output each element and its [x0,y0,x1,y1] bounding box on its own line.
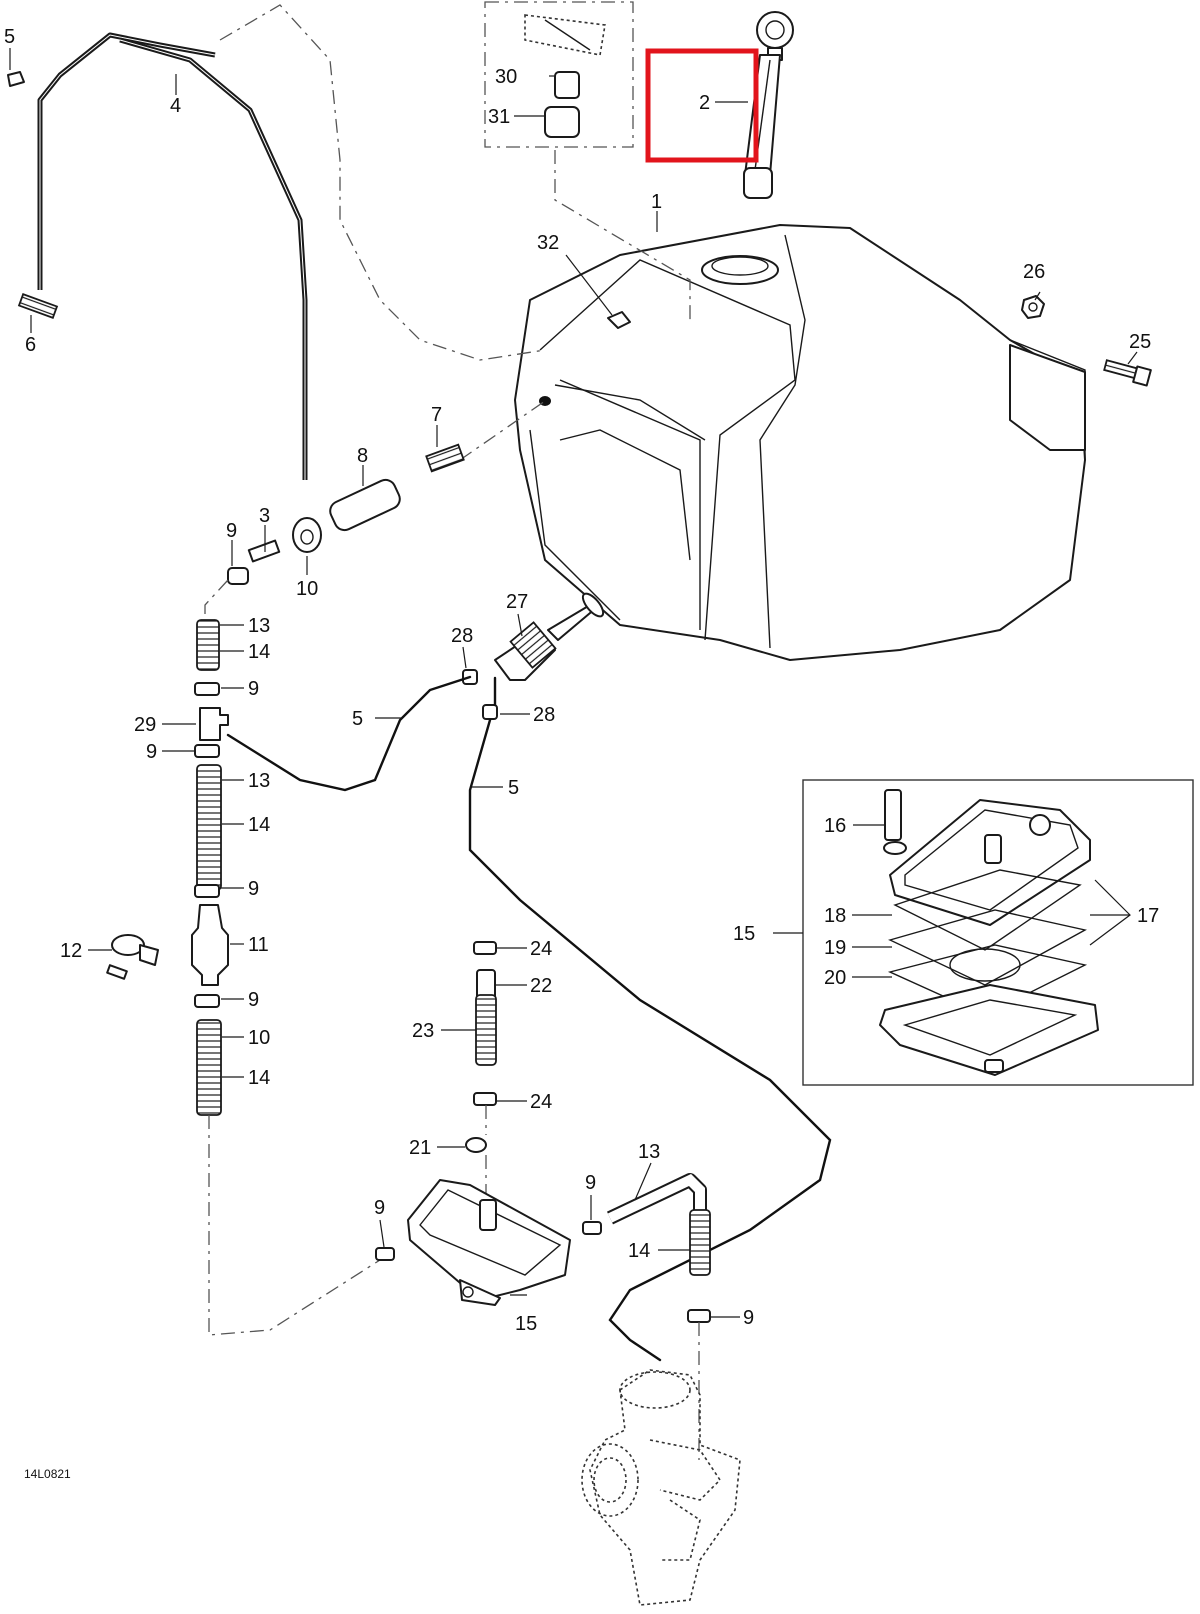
callout-4: 4 [170,95,181,117]
callout-11: 11 [248,934,269,956]
callout-13-b: 13 [248,770,270,792]
callout-28-a: 28 [451,625,473,647]
pump-detail-inset [802,779,1194,1086]
callout-7: 7 [431,404,442,426]
callout-23: 23 [412,1020,434,1042]
callout-1: 1 [651,191,662,213]
callout-labels: 1 2 3 4 5 6 7 8 9 10 13 14 9 29 9 13 14 … [4,26,1159,1481]
callout-28-b: 28 [533,704,555,726]
callout-12: 12 [60,940,82,962]
callout-18: 18 [824,905,846,927]
callout-3: 3 [259,505,270,527]
callout-9-h: 9 [743,1307,754,1329]
callout-19: 19 [824,937,846,959]
callout-26: 26 [1023,261,1045,283]
callout-8: 8 [357,445,368,467]
callout-21: 21 [409,1137,431,1159]
callout-10-a: 10 [296,578,318,600]
callout-14-b: 14 [248,814,270,836]
callout-9-b: 9 [248,678,259,700]
nut-26 [1021,295,1045,319]
fuel-tank [514,224,1086,661]
pump-line-stack [465,941,497,1200]
callout-5-right: 5 [508,777,519,799]
leader-lines [9,48,1138,1318]
callout-10-b: 10 [248,1027,270,1049]
inset-top [484,1,691,320]
callout-9-g: 9 [585,1172,596,1194]
bolt-25 [1103,359,1152,387]
fuel-pump [375,1179,602,1306]
callout-20: 20 [824,967,846,989]
callout-25: 25 [1129,331,1151,353]
callout-16: 16 [824,815,846,837]
callout-9-c: 9 [146,741,157,763]
callout-14-d: 14 [628,1240,650,1262]
callout-29: 29 [134,714,156,736]
callout-5-mid: 5 [352,708,363,730]
callout-24-b: 24 [530,1091,552,1113]
breather-line [7,4,546,480]
vent-fitting [607,311,631,329]
callout-14-a: 14 [248,641,270,663]
right-hose [606,1173,711,1460]
callout-13-a: 13 [248,615,270,637]
callout-2: 2 [699,92,710,114]
clamp-12 [106,934,159,980]
callout-27: 27 [506,591,528,613]
callout-31: 31 [488,106,510,128]
carburetor [581,1369,741,1606]
upper-fitting-group [204,400,546,620]
callout-13-c: 13 [638,1141,660,1163]
callout-14-c: 14 [248,1067,270,1089]
callout-5-top: 5 [4,26,15,48]
callout-22: 22 [530,975,552,997]
callout-24-a: 24 [530,938,552,960]
callout-9-a: 9 [226,520,237,542]
left-hose-stack [191,619,381,1336]
callout-9-f: 9 [374,1197,385,1219]
diagram-code: 14L0821 [24,1467,71,1481]
highlight-box [645,48,759,163]
fuel-gauge-sender [743,11,794,199]
callout-32: 32 [537,232,559,254]
callout-9-e: 9 [248,989,259,1011]
callout-15-inset: 15 [733,923,755,945]
callout-30: 30 [495,66,517,88]
callout-15-main: 15 [515,1313,537,1335]
callout-17: 17 [1137,905,1159,927]
callout-6: 6 [25,334,36,356]
callout-9-d: 9 [248,878,259,900]
